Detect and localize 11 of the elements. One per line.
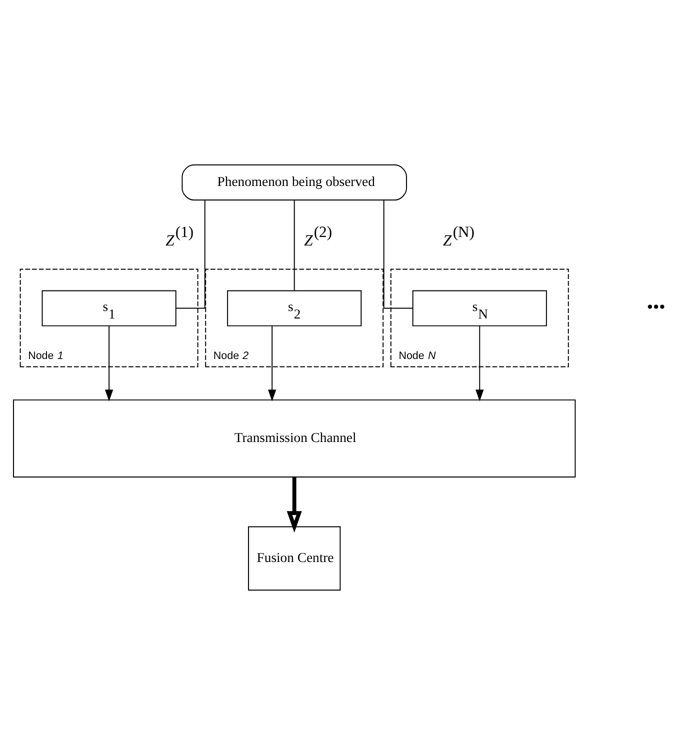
arrow	[476, 325, 484, 402]
connector	[175, 200, 206, 309]
connector	[383, 200, 414, 309]
connector	[294, 200, 295, 292]
node-box: Transmission Channel	[13, 399, 576, 478]
arrow	[104, 325, 114, 402]
arrow	[286, 477, 302, 533]
label: •••	[646, 296, 666, 317]
arrow	[268, 325, 276, 402]
node-box: Phenomenon being observed	[182, 164, 407, 200]
node-box: Fusion Centre	[248, 526, 341, 591]
